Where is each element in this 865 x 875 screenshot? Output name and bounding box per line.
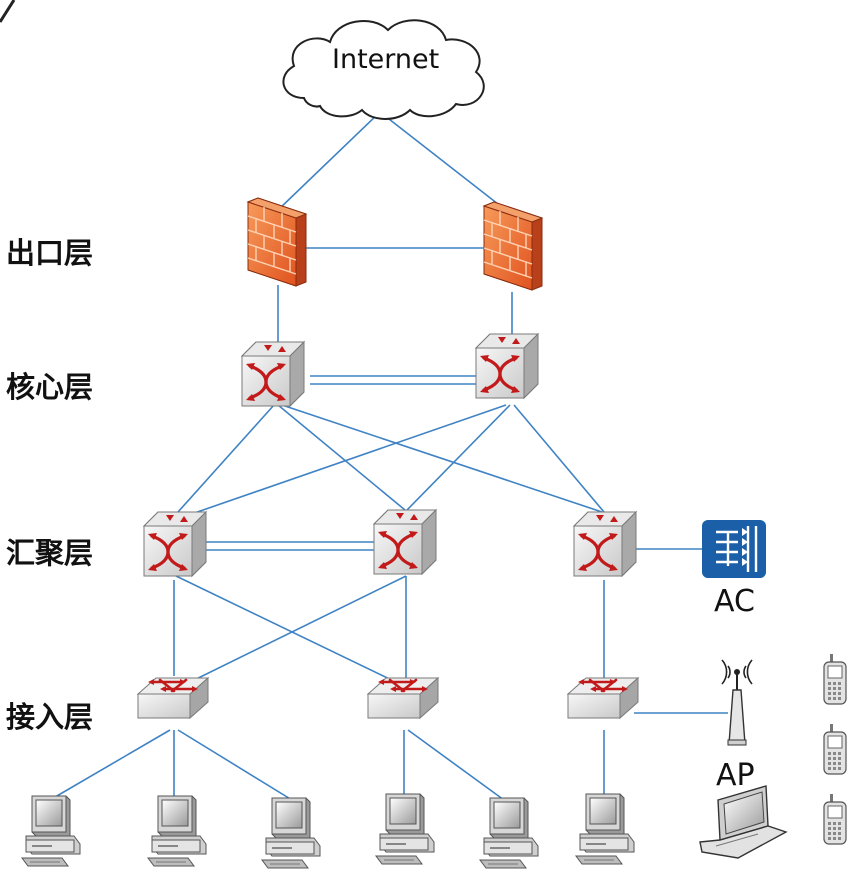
internet-label: Internet bbox=[332, 44, 440, 75]
aggregation-switch-middle-icon bbox=[372, 508, 438, 576]
laptop-icon bbox=[699, 785, 788, 859]
access-switch-middle-icon bbox=[366, 676, 440, 720]
pc-1-icon bbox=[21, 795, 81, 867]
pc-5-icon bbox=[479, 797, 539, 869]
layer-label-core: 核心层 bbox=[6, 370, 94, 404]
link-acc1-pc3 bbox=[177, 729, 293, 801]
link-agg2-acc1 bbox=[181, 575, 407, 687]
link-core1-agg1 bbox=[177, 404, 275, 513]
link-core1-agg2 bbox=[277, 404, 406, 511]
corner-mark bbox=[0, 0, 16, 23]
access-switch-left-icon bbox=[136, 676, 210, 720]
links bbox=[49, 111, 728, 801]
core-switch-right-icon bbox=[474, 332, 540, 400]
ap-label: AP bbox=[716, 758, 755, 793]
pc-4-icon bbox=[375, 793, 435, 865]
layer-label-egress: 出口层 bbox=[6, 236, 94, 270]
link-acc2-pc5 bbox=[407, 729, 505, 801]
access-switch-right-icon bbox=[566, 676, 640, 720]
link-agg1-acc2 bbox=[175, 575, 405, 687]
phone-2-icon bbox=[823, 723, 847, 775]
ac-label: AC bbox=[714, 584, 755, 619]
aggregation-switch-right-icon bbox=[572, 510, 638, 578]
ap-antenna-icon bbox=[721, 659, 753, 746]
link-core2-agg3 bbox=[513, 404, 605, 513]
phone-3-icon bbox=[823, 793, 847, 845]
core-switch-left-icon bbox=[240, 340, 306, 408]
pc-6-icon bbox=[575, 793, 635, 865]
aggregation-switch-left-icon bbox=[142, 510, 208, 578]
layer-label-access: 接入层 bbox=[6, 700, 94, 734]
link-internet-fw2 bbox=[379, 111, 513, 216]
link-core2-agg2 bbox=[406, 404, 511, 511]
layer-label-aggregation: 汇聚层 bbox=[6, 536, 94, 570]
link-acc1-pc1 bbox=[49, 729, 171, 801]
firewall-left-icon bbox=[247, 197, 307, 287]
link-internet-fw1 bbox=[277, 111, 381, 211]
internet-cloud-icon bbox=[282, 19, 485, 120]
pc-3-icon bbox=[261, 797, 321, 869]
phone-1-icon bbox=[823, 653, 847, 705]
firewall-right-icon bbox=[483, 201, 543, 291]
link-core2-agg1 bbox=[179, 404, 507, 519]
link-core1-agg3 bbox=[281, 404, 603, 513]
pc-2-icon bbox=[147, 795, 207, 867]
ac-controller-icon bbox=[702, 520, 766, 578]
